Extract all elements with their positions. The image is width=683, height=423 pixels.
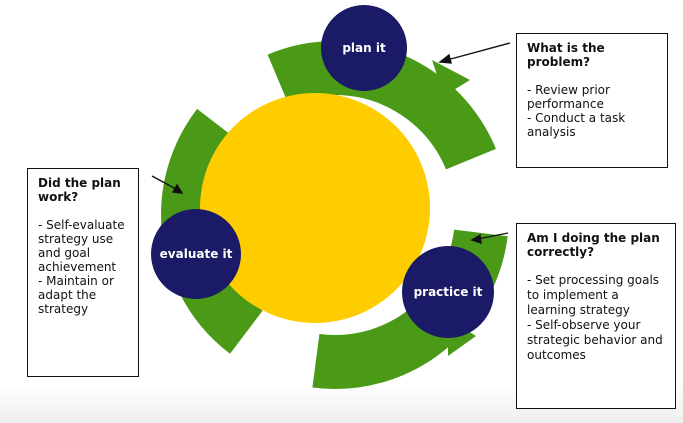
node-label-evaluate: evaluate it: [160, 247, 233, 261]
center-circle: [200, 93, 430, 323]
node-practice-it: practice it: [402, 246, 494, 338]
ring-arrowhead-top: [432, 60, 470, 96]
work-bullet-2: - Maintain or adapt the strategy: [38, 274, 114, 316]
problem-bullet-2: - Conduct a task analysis: [527, 111, 626, 139]
pointer-problem: [446, 42, 511, 61]
node-label-plan: plan it: [342, 41, 386, 55]
correct-question: Am I doing the plan correctly?: [527, 231, 660, 259]
node-plan-it: plan it: [321, 5, 407, 91]
problem-question: What is the problem?: [527, 41, 605, 69]
correct-bullet-2: - Self-observe your strategic behavior a…: [527, 318, 663, 362]
node-label-practice: practice it: [414, 285, 483, 299]
work-question: Did the plan work?: [38, 176, 121, 204]
pointer-lines: [151, 42, 511, 245]
problem-box: What is the problem? - Review prior perf…: [516, 33, 668, 168]
evaluation-box: Did the plan work? - Self-evaluate strat…: [27, 168, 139, 377]
correctness-box: Am I doing the plan correctly? - Set pro…: [516, 223, 676, 409]
pointer-work: [151, 175, 177, 190]
problem-bullet-1: - Review prior performance: [527, 83, 610, 111]
correct-bullet-1: - Set processing goals to implement a le…: [527, 273, 660, 317]
pointer-work-head: [171, 183, 184, 194]
work-bullet-1: - Self-evaluate strategy use and goal ac…: [38, 218, 125, 274]
pointer-problem-head: [438, 53, 452, 64]
pointer-correct-head: [470, 233, 482, 245]
pointer-correct: [477, 232, 509, 240]
node-evaluate-it: evaluate it: [151, 209, 241, 299]
